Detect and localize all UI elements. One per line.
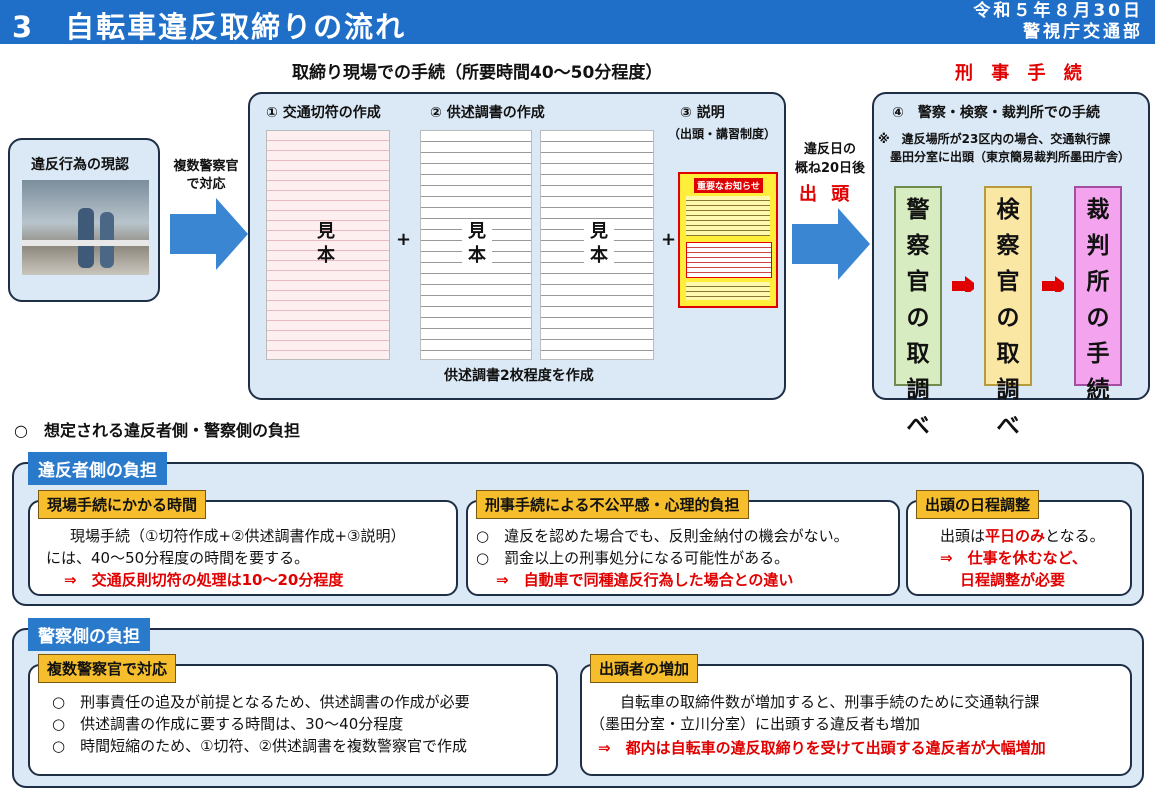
notice-sample: 重要なお知らせ	[678, 172, 778, 308]
department: 警視庁交通部	[1023, 22, 1143, 42]
step1-label: ① 交通切符の作成	[266, 105, 381, 121]
appearance-increase-line2: （墨田分室・立川分室）に出頭する違反者も増加	[590, 715, 921, 733]
notice-text-lines	[686, 196, 770, 236]
court-procedure-box: 裁判所の手続	[1074, 186, 1122, 403]
police-burden-tab: 警察側の負担	[28, 618, 150, 651]
appear-label: 出 頭	[799, 184, 854, 205]
criminal-burden-line3: ⇒ 自動車で同種違反行為した場合との違い	[496, 571, 794, 589]
appearance-increase-line3: ⇒ 都内は自転車の違反取締りを受けて出頭する違反者が大幅増加	[598, 739, 1046, 757]
step4-note-line2: 墨田分室に出頭（東京簡易裁判所墨田庁舎）	[890, 150, 1131, 164]
court-procedure-label: 裁判所の手続	[1086, 197, 1110, 403]
multi-officer-label: 複数警察官 で対応	[173, 159, 239, 192]
onsite-time-title: 現場手続にかかる時間	[38, 490, 207, 519]
onsite-time-line2: には、40～50分程度の時間を要する。	[46, 549, 310, 567]
onsite-time-card	[28, 500, 458, 596]
schedule-title: 出頭の日程調整	[916, 490, 1040, 519]
step3-label: ③ 説明	[680, 105, 725, 121]
sample-stamp: 見 本	[584, 220, 614, 268]
issue-date: 令和５年８月30日	[973, 1, 1143, 21]
officer-figure	[78, 208, 94, 268]
flow-arrow-1	[170, 198, 248, 270]
schedule-line1b: 平日のみ	[985, 527, 1046, 545]
step2-label: ② 供述調書の作成	[430, 105, 545, 121]
criminal-procedure-title: 刑 事 手 続	[955, 63, 1088, 84]
red-arrow-2	[1042, 276, 1064, 292]
scene-photo	[22, 180, 149, 275]
traffic-ticket-sample	[266, 130, 390, 360]
header-date-block: 令和５年８月30日 警視庁交通部	[973, 1, 1143, 43]
sample-stamp: 見 本	[317, 221, 335, 266]
notice-title: 重要なお知らせ	[694, 178, 763, 193]
road-marking	[22, 240, 149, 246]
appearance-increase-line1: 自転車の取締件数が増加すると、刑事手続のために交通執行課	[620, 693, 1040, 711]
appearance-increase-title: 出頭者の増加	[590, 654, 699, 683]
scene-label: 違反行為の現認	[31, 157, 129, 173]
plus-sign: +	[661, 229, 677, 250]
schedule-line3: 日程調整が必要	[960, 571, 1066, 589]
police-investigation-box: 警察官の取調べ	[894, 186, 942, 439]
schedule-line2: ⇒ 仕事を休むなど、	[940, 549, 1087, 567]
criminal-burden-line1: ○ 違反を認めた場合でも、反則金納付の機会がない。	[476, 527, 849, 545]
onsite-time-line1: 現場手続（①切符作成+②供述調書作成+③説明）	[70, 527, 406, 545]
step4-label: ④ 警察・検察・裁判所での手続	[892, 105, 1100, 121]
notice-text-lines	[686, 282, 770, 300]
site-procedure-title: 取締り現場での手続（所要時間40～50分程度）	[292, 63, 663, 83]
burden-heading: ○ 想定される違反者側・警察側の負担	[14, 421, 300, 440]
prosecutor-investigation-box: 検察官の取調べ	[984, 186, 1032, 439]
red-arrow-1	[952, 276, 974, 292]
notice-box	[686, 242, 772, 278]
step3-sublabel: （出頭・講習制度）	[668, 127, 777, 141]
violator-burden-tab: 違反者側の負担	[28, 452, 167, 485]
criminal-burden-line2: ○ 罰金以上の刑事処分になる可能性がある。	[476, 549, 790, 567]
page-title: 3 自転車違反取締りの流れ	[12, 10, 407, 44]
plus-sign: +	[396, 229, 412, 250]
schedule-line1: 出頭は平日のみとなる。	[940, 526, 1105, 547]
police-investigation-label: 警察官の取調べ	[906, 197, 930, 439]
multi-officer-title: 複数警察官で対応	[38, 654, 177, 683]
criminal-burden-title: 刑事手続による不公平感・心理的負担	[476, 490, 749, 519]
multi-officer-line3: ○ 時間短縮のため、①切符、②供述調書を複数警察官で作成	[52, 737, 467, 755]
site-note: 供述調書2枚程度を作成	[444, 368, 594, 384]
schedule-line1c: となる。	[1045, 527, 1105, 545]
schedule-line1a: 出頭は	[940, 527, 986, 545]
onsite-time-line3: ⇒ 交通反則切符の処理は10～20分程度	[64, 571, 344, 589]
flow-arrow-2	[792, 208, 870, 280]
multi-officer-line2: ○ 供述調書の作成に要する時間は、30～40分程度	[52, 715, 404, 733]
sample-stamp: 見 本	[462, 220, 492, 268]
multi-officer-line1: ○ 刑事責任の追及が前提となるため、供述調書の作成が必要	[52, 693, 470, 711]
prosecutor-investigation-label: 検察官の取調べ	[996, 197, 1020, 439]
header-bar	[0, 0, 1155, 44]
days-label: 違反日の 概ね20日後	[794, 142, 866, 176]
step4-note-line1: ※ 違反場所が23区内の場合、交通執行課	[878, 132, 1111, 146]
